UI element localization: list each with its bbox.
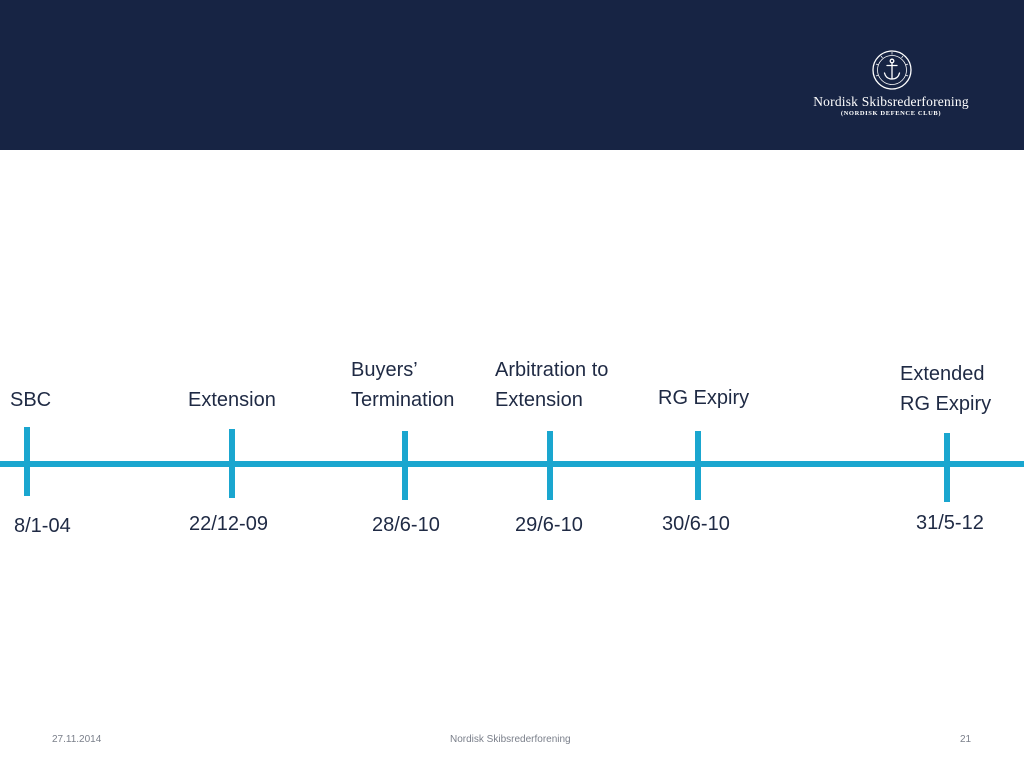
footer-date: 27.11.2014 — [52, 734, 102, 745]
event-label-extension: Extension — [188, 389, 276, 411]
logo-subtitle: (NORDISK DEFENCE CLUB) — [840, 110, 942, 117]
event-date-arbitration: 29/6-10 — [515, 514, 583, 536]
event-label-rg-expiry: RG Expiry — [658, 387, 750, 409]
event-date-extension: 22/12-09 — [189, 513, 268, 535]
logo: Nordisk Skibsrederforening (NORDISK DEFE… — [805, 50, 977, 120]
header-bar: Nordisk Skibsrederforening (NORDISK DEFE… — [0, 0, 1024, 150]
event-label-arbitration: Arbitration to Extension — [495, 359, 609, 411]
logo-name: Nordisk Skibsrederforening — [813, 94, 969, 109]
event-date-rg-expiry: 30/6-10 — [662, 513, 730, 535]
footer-center: Nordisk Skibsrederforening — [450, 734, 571, 745]
event-date-extended-rg-expiry: 31/5-12 — [916, 512, 984, 534]
event-label-buyers-termination: Buyers’ Termination — [351, 359, 455, 411]
event-date-buyers-termination: 28/6-10 — [372, 514, 440, 536]
event-label-sbc: SBC — [10, 389, 52, 411]
event-date-sbc: 8/1-04 — [14, 515, 71, 537]
anchor-seal-icon — [872, 50, 912, 90]
event-label-extended-rg-expiry: Extended RG Expiry — [900, 363, 992, 415]
page-number: 21 — [960, 734, 972, 745]
